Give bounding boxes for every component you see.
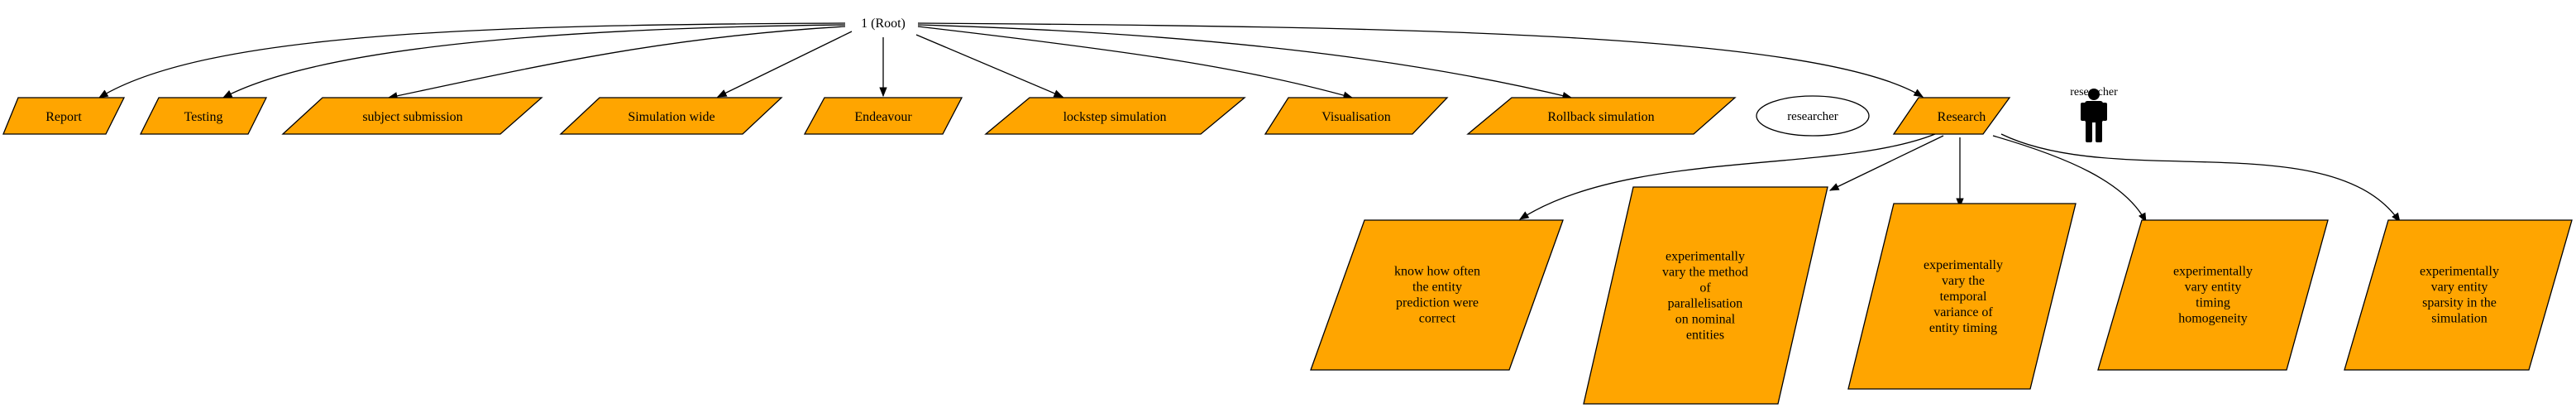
goal-visualisation[interactable]: Visualisation — [1264, 97, 1449, 135]
edge-root-report — [98, 22, 846, 98]
goal-lockstep-simulation[interactable]: lockstep simulation — [984, 97, 1246, 135]
subgoal-text-line: experimentally — [1666, 250, 1745, 264]
goal-subject-submission[interactable]: subject submission — [281, 97, 543, 135]
subgoal-text-line: the entity — [1412, 281, 1462, 295]
research-edges — [1519, 133, 2401, 223]
subgoal-text-line: timing — [2196, 296, 2230, 310]
edge-root-lockstep — [915, 34, 1064, 98]
goal-rollback-simulation[interactable]: Rollback simulation — [1466, 97, 1737, 135]
goal-label: Simulation wide — [628, 110, 714, 124]
subgoal-text-line: of — [1699, 281, 1711, 295]
person-icon — [2081, 89, 2107, 142]
subgoal-text-line: entities — [1686, 329, 1724, 343]
subgoal-text-line: vary the — [1942, 274, 1985, 288]
edge-root-visualisation — [917, 26, 1354, 99]
subgoal-text-line: vary entity — [2185, 281, 2242, 295]
goal-endeavour[interactable]: Endeavour — [803, 97, 963, 135]
edge-research-homogeneity — [1992, 135, 2147, 223]
subgoal-text-line: simulation — [2431, 312, 2488, 326]
goal-simulation-wide[interactable]: Simulation wide — [559, 97, 783, 135]
actor-ellipse[interactable]: researcher — [1756, 95, 1870, 137]
subgoal-text-line: parallelisation — [1668, 297, 1743, 311]
goal-label: Rollback simulation — [1547, 110, 1654, 124]
goal-label: Research — [1938, 110, 1986, 124]
actor-figure-label: researcher — [2070, 86, 2118, 98]
root-edges — [98, 22, 1924, 100]
goal-research[interactable]: Research — [1892, 97, 2011, 135]
edge-root-research — [917, 22, 1924, 98]
subgoal-text-line: on nominal — [1675, 313, 1736, 327]
subgoal-text-line: homogeneity — [2178, 312, 2248, 326]
actor-figure[interactable]: researcher — [2070, 86, 2118, 142]
edge-research-prediction — [1519, 133, 1936, 220]
actor-ellipse-label: researcher — [1787, 110, 1838, 123]
subgoal-text-line: temporal — [1940, 290, 1987, 304]
subgoal-text-line: know how often — [1394, 265, 1480, 279]
subgoal-text-line: vary the method — [1662, 266, 1748, 280]
subgoal-text-line: correct — [1419, 312, 1456, 326]
subgoal-text-line: vary entity — [2431, 281, 2488, 295]
goal-testing[interactable]: Testing — [139, 97, 268, 135]
goal-report[interactable]: Report — [2, 97, 126, 135]
edge-research-parallelisation — [1828, 135, 1944, 191]
subgoal-text-line: sparsity in the — [2422, 296, 2497, 310]
goal-label: Endeavour — [854, 110, 912, 124]
goal-label: lockstep simulation — [1063, 110, 1167, 124]
subgoal-text-line: experimentally — [2173, 265, 2253, 279]
edge-root-simulation-wide — [716, 31, 853, 98]
goal-label: subject submission — [362, 110, 462, 124]
edge-root-testing — [222, 24, 846, 98]
edge-research-sparsity — [2000, 133, 2401, 223]
edge-root-rollback — [917, 24, 1573, 100]
root-node-label: 1 (Root) — [861, 17, 906, 31]
subgoal-text-line: variance of — [1933, 305, 1993, 319]
edge-root-subject-submission — [387, 26, 846, 100]
subgoal-text-line: experimentally — [1924, 258, 2003, 272]
subgoal-text-line: prediction were — [1396, 296, 1479, 310]
subgoal-text-line: entity timing — [1929, 321, 1997, 335]
goal-label: Testing — [184, 110, 223, 124]
goal-label: Report — [45, 110, 82, 124]
goal-label: Visualisation — [1321, 110, 1390, 124]
subgoal-text-line: experimentally — [2420, 265, 2499, 279]
goal-nodes: Report Testing subject submission Simula… — [2, 97, 2011, 135]
